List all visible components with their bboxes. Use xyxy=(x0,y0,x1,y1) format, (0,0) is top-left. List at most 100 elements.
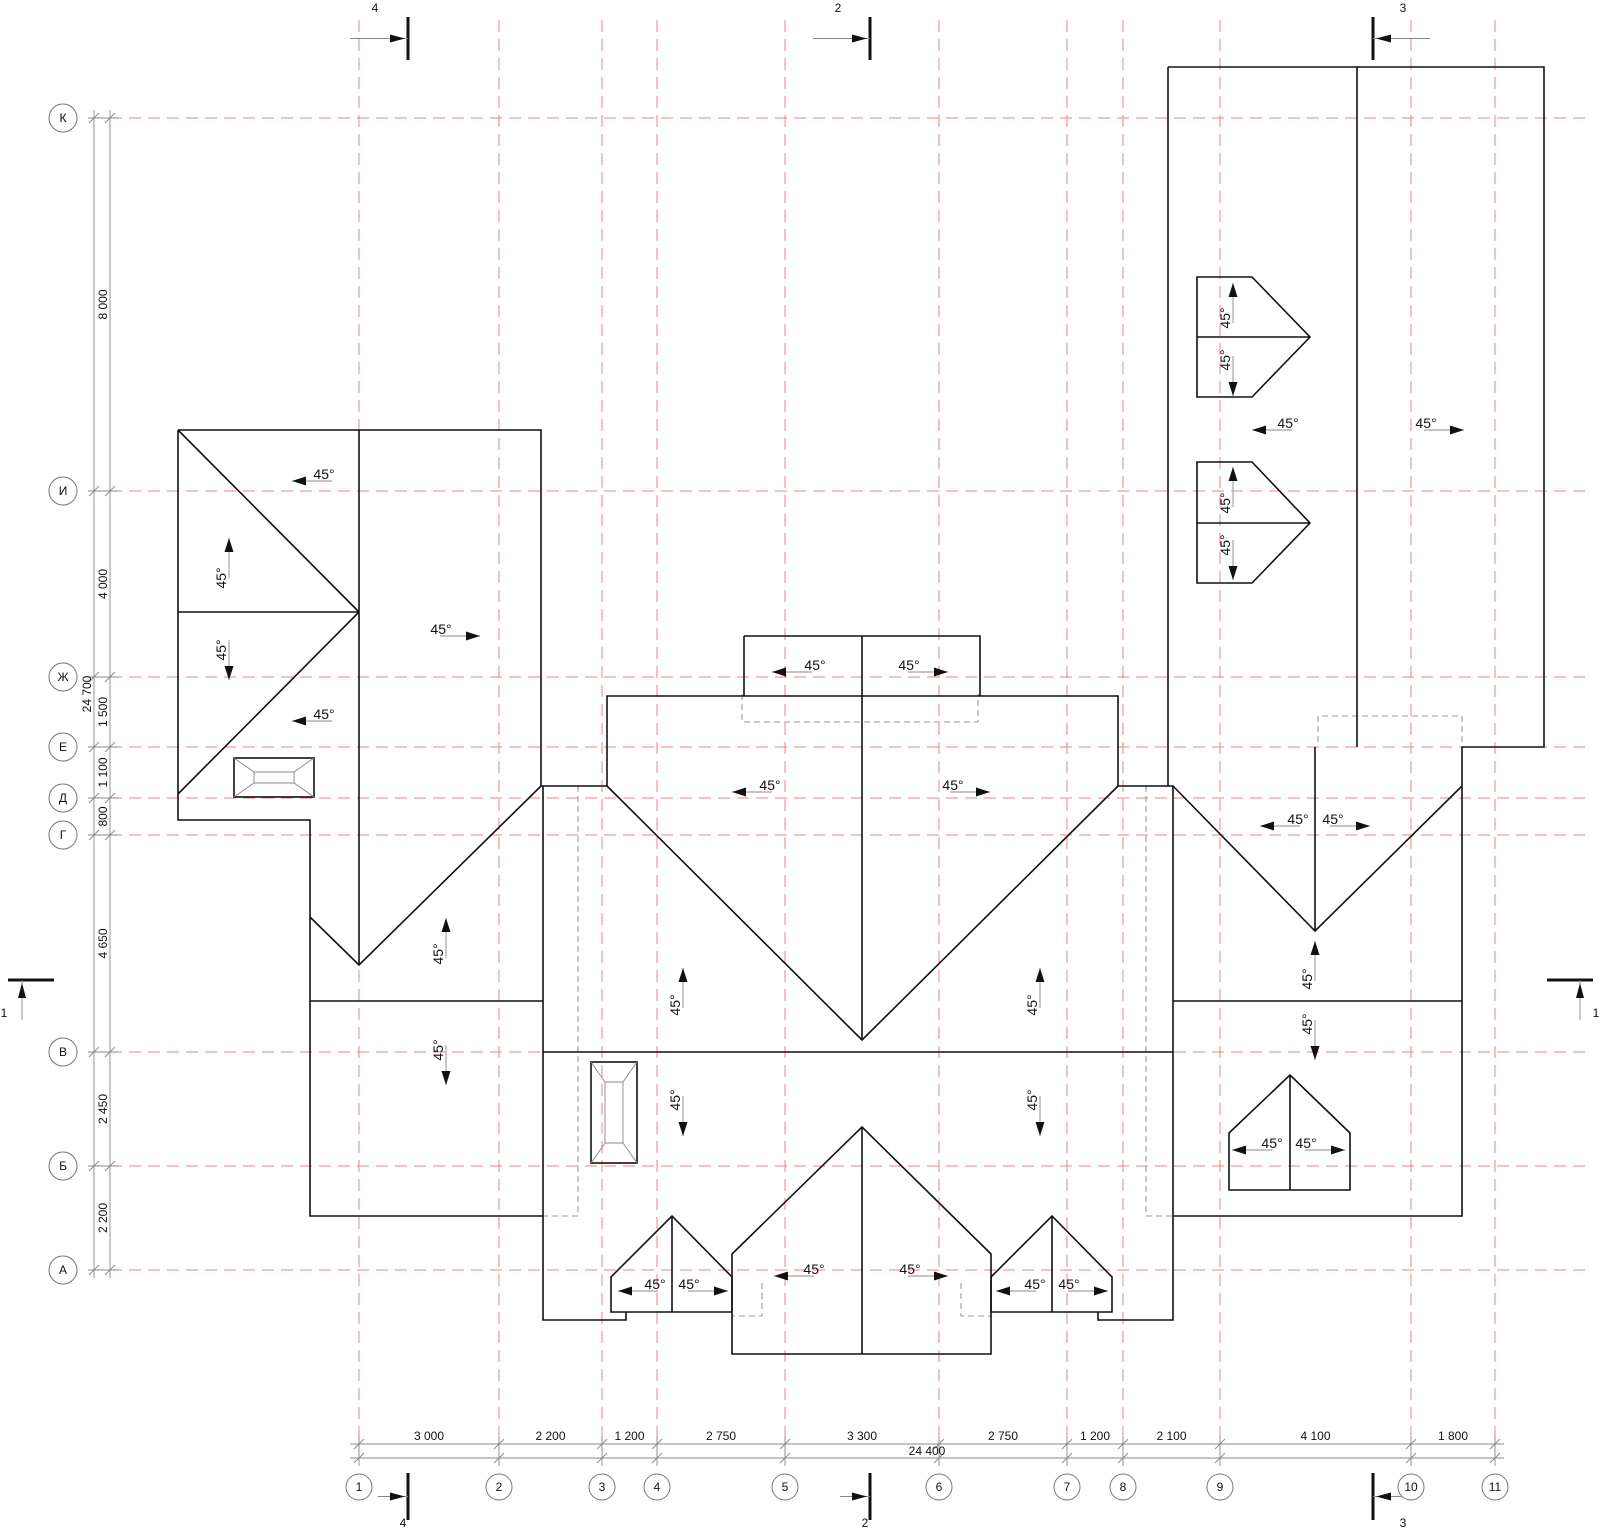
row-label: Г xyxy=(60,828,67,842)
slope-arrow: 45° xyxy=(732,777,781,797)
slope-arrow: 45° xyxy=(1260,811,1309,831)
slope-arrow: 45° xyxy=(772,657,826,677)
section-mark-2: 2 xyxy=(840,1473,872,1530)
slope-arrow: 45° xyxy=(430,621,480,641)
row-bubble: Д xyxy=(48,783,78,813)
left-wing-roof xyxy=(177,429,543,1217)
section-label: 1 xyxy=(1,1006,8,1020)
row-label: К xyxy=(60,111,67,125)
slope-arrow: 45° xyxy=(618,1276,666,1296)
slope-arrow: 45° xyxy=(430,918,451,965)
hidden-line xyxy=(732,1283,763,1317)
slope-arrow: 45° xyxy=(1024,968,1045,1016)
slope-label: 45° xyxy=(759,777,780,793)
slope-label: 45° xyxy=(1024,1276,1045,1292)
centre-roof xyxy=(542,635,1174,1321)
slope-label: 45° xyxy=(667,1089,683,1110)
column-dimension: 4 100 xyxy=(1300,1429,1330,1443)
slope-label: 45° xyxy=(1415,415,1436,431)
roof-outlines xyxy=(177,66,1545,1355)
hidden-lines xyxy=(543,694,1463,1317)
column-dimension: 1 200 xyxy=(1080,1429,1110,1443)
row-dimension: 4 000 xyxy=(96,569,110,599)
slope-label: 45° xyxy=(1217,492,1233,513)
row-label: Ж xyxy=(57,670,68,684)
slope-label: 45° xyxy=(430,943,446,964)
hidden-line xyxy=(1317,715,1463,742)
slope-label: 45° xyxy=(213,639,229,660)
slope-arrow: 45° xyxy=(1299,941,1320,990)
column-dimension: 3 000 xyxy=(414,1429,444,1443)
skylight-frame xyxy=(590,1061,638,1164)
row-label: В xyxy=(59,1045,67,1059)
row-bubble: Г xyxy=(48,820,78,850)
section-mark-4: 4 xyxy=(350,1,410,60)
section-mark-3: 3 xyxy=(1371,1473,1407,1530)
slope-arrow: 45° xyxy=(1252,415,1299,435)
slope-arrow: 45° xyxy=(1058,1276,1108,1296)
slope-arrow: 45° xyxy=(1322,811,1370,831)
slope-arrow: 45° xyxy=(1295,1135,1345,1155)
skylight xyxy=(233,757,315,798)
row-dimension: 2 200 xyxy=(96,1203,110,1233)
slope-label: 45° xyxy=(313,706,334,722)
column-bubble: 6 xyxy=(925,1473,953,1501)
column-dimension: 2 200 xyxy=(535,1429,565,1443)
row-dimension: 8 000 xyxy=(96,289,110,319)
section-mark-3: 3 xyxy=(1371,1,1430,60)
slope-label: 45° xyxy=(667,994,683,1015)
column-dimension: 1 200 xyxy=(614,1429,644,1443)
column-label: 11 xyxy=(1489,1480,1502,1494)
slope-arrow: 45° xyxy=(1415,415,1464,435)
dormer-roof xyxy=(610,1214,733,1313)
slope-label: 45° xyxy=(1322,811,1343,827)
column-bubble: 3 xyxy=(588,1473,616,1501)
column-bubble: 5 xyxy=(771,1473,799,1501)
slope-label: 45° xyxy=(678,1276,699,1292)
slope-label: 45° xyxy=(803,1261,824,1277)
section-mark-4: 4 xyxy=(378,1473,410,1530)
slope-label: 45° xyxy=(1024,994,1040,1015)
slope-label: 45° xyxy=(1287,811,1308,827)
front-gable-roof xyxy=(731,1125,992,1355)
row-label: Е xyxy=(59,740,67,754)
slope-label: 45° xyxy=(1217,349,1233,370)
slope-arrow: 45° xyxy=(774,1261,825,1281)
slope-label: 45° xyxy=(313,466,334,482)
column-bubble: 1 xyxy=(345,1473,373,1501)
slope-arrow: 45° xyxy=(996,1276,1046,1296)
column-label: 6 xyxy=(936,1480,943,1494)
hidden-line xyxy=(543,786,579,1217)
slope-arrow: 45° xyxy=(1232,1135,1283,1155)
slope-arrow: 45° xyxy=(678,1276,728,1296)
section-mark-1-right: 1 xyxy=(1547,978,1600,1020)
slope-label: 45° xyxy=(898,657,919,673)
slope-arrow: 45° xyxy=(667,968,688,1016)
section-mark-1-left: 1 xyxy=(1,978,54,1020)
total-width-dimension: 24 400 xyxy=(909,1444,946,1458)
row-label: Д xyxy=(59,791,67,805)
row-dimension: 4 650 xyxy=(96,928,110,958)
column-dimension: 2 750 xyxy=(988,1429,1018,1443)
row-bubble: К xyxy=(48,103,78,133)
slope-label: 45° xyxy=(1299,1013,1315,1034)
slope-arrow: 45° xyxy=(1299,1013,1320,1060)
column-label: 9 xyxy=(1217,1480,1224,1494)
row-dimension: 2 450 xyxy=(96,1094,110,1124)
column-label: 2 xyxy=(496,1480,503,1494)
column-dimension: 2 100 xyxy=(1156,1429,1186,1443)
slope-label: 45° xyxy=(1277,415,1298,431)
slope-arrow: 45° xyxy=(1217,283,1238,329)
slope-label: 45° xyxy=(430,1039,446,1060)
slope-arrow: 45° xyxy=(898,657,948,677)
slope-arrow: 45° xyxy=(213,538,234,589)
right-wing-roof xyxy=(1167,66,1545,1217)
dormer-roof xyxy=(1196,461,1312,584)
row-label: А xyxy=(59,1263,67,1277)
section-label: 4 xyxy=(400,1516,407,1530)
dormer-roof xyxy=(1196,276,1312,398)
row-bubble: Е xyxy=(48,732,78,762)
slope-label: 45° xyxy=(1299,968,1315,989)
